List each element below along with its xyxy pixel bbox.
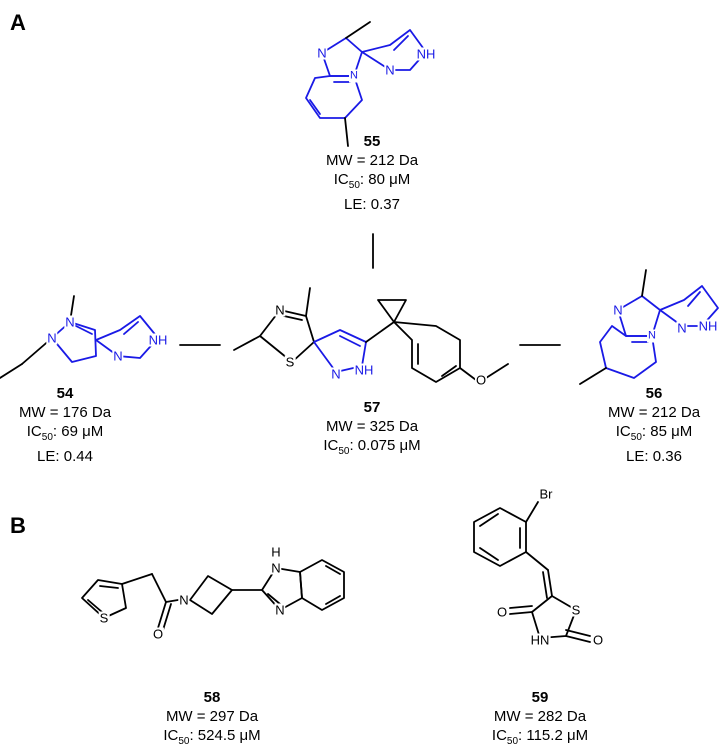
caption-55: 55 MW = 212 Da IC50: 80 μM LE: 0.37 (326, 132, 418, 214)
c57-atom-n-thiazole: N (274, 302, 286, 318)
ic50-58: IC50: 524.5 μM (163, 727, 261, 747)
mw-55: MW = 212 Da (325, 152, 419, 169)
ic50-59: IC50: 115.2 μM (491, 727, 589, 747)
c59-atom-s-ring: S (570, 602, 582, 618)
ic50-56: IC50: 85 μM (615, 423, 693, 443)
compound-id-56: 56 (645, 385, 663, 402)
c55-atom-n-bridge: N (349, 69, 359, 83)
c55-atom-n-pyrazole: N (384, 62, 396, 78)
compound-id-57: 57 (363, 399, 381, 416)
le-56: LE: 0.36 (626, 448, 682, 465)
caption-58: 58 MW = 297 Da IC50: 524.5 μM (163, 688, 260, 748)
c59-atom-o-carbonyl-a: O (495, 604, 509, 620)
c56-atom-n-bridge: N (647, 329, 657, 343)
panel-label-a: A (10, 10, 26, 35)
ic50-55: IC50: 80 μM (333, 171, 411, 191)
panel-label-b: B (10, 513, 26, 538)
c56-atom-n-pyrazole: N (676, 320, 688, 336)
c58-atom-n-azetidine: N (178, 592, 190, 608)
ic50-57: IC50: 0.075 μM (323, 437, 421, 457)
c58-atom-h-imidazole: H (270, 544, 282, 560)
c56-imidazole-ring (617, 295, 661, 337)
c57-atom-n-pyrazole: N (330, 366, 342, 382)
mw-59: MW = 282 Da (493, 708, 587, 725)
c55-atom-nh-pyrazole: NH (415, 46, 437, 62)
compound-id-55: 55 (363, 133, 381, 150)
c59-atom-br: Br (538, 486, 554, 502)
c54-atom-nh-pyrazole: NH (147, 332, 169, 348)
c57-benzene-ring (393, 321, 461, 383)
c59-atom-o-carbonyl-b: O (591, 632, 605, 648)
c55-atom-n-imidazole: N (316, 45, 328, 61)
c58-azetidine-ring (189, 575, 233, 615)
le-55: LE: 0.37 (344, 196, 400, 213)
c57-atom-s-thiazole: S (284, 354, 296, 370)
compound-id-59: 59 (531, 689, 549, 706)
mw-58: MW = 297 Da (165, 708, 259, 725)
compound-id-54: 54 (56, 385, 74, 402)
c57-atom-nh-pyrazole: NH (353, 362, 375, 378)
mw-57: MW = 325 Da (325, 418, 419, 435)
mw-54: MW = 176 Da (18, 404, 112, 421)
le-54: LE: 0.44 (37, 448, 93, 465)
c54-atom-n2: N (64, 314, 76, 330)
mw-56: MW = 212 Da (607, 404, 701, 421)
structure-55 (305, 29, 427, 119)
c58-atom-o-carbonyl: O (151, 626, 165, 642)
caption-54: 54 MW = 176 Da IC50: 69 μM LE: 0.44 (19, 384, 111, 466)
caption-57: 57 MW = 325 Da IC50: 0.075 μM (323, 398, 420, 461)
structure-58 (81, 559, 345, 631)
caption-59: 59 MW = 282 Da IC50: 115.2 μM (492, 688, 588, 748)
c57-cyclopropyl (377, 299, 407, 323)
c56-atom-n-imidazole: N (612, 302, 624, 318)
structure-59 (473, 501, 591, 643)
c58-atom-n-imidazole: N (274, 602, 286, 618)
c58-atom-n-imidazole-nh: N (270, 560, 282, 576)
structure-57 (233, 287, 509, 383)
caption-56: 56 MW = 212 Da IC50: 85 μM LE: 0.36 (608, 384, 700, 466)
c58-benzene-ring (299, 559, 345, 611)
c55-imidazole-ring (321, 37, 363, 77)
ic50-54: IC50: 69 μM (26, 423, 104, 443)
c59-benzene-ring (473, 507, 527, 567)
compound-id-58: 58 (203, 689, 221, 706)
c56-atom-nh-pyrazole: NH (697, 318, 719, 334)
c54-atom-n-pyrazole: N (112, 348, 124, 364)
c58-atom-s-thiophene: S (98, 610, 110, 626)
c57-atom-o-methoxy: O (474, 372, 488, 388)
c57-pyrazole-ring (313, 329, 367, 373)
c54-atom-n1: N (46, 330, 58, 346)
c59-atom-hn-ring: HN (529, 632, 551, 648)
